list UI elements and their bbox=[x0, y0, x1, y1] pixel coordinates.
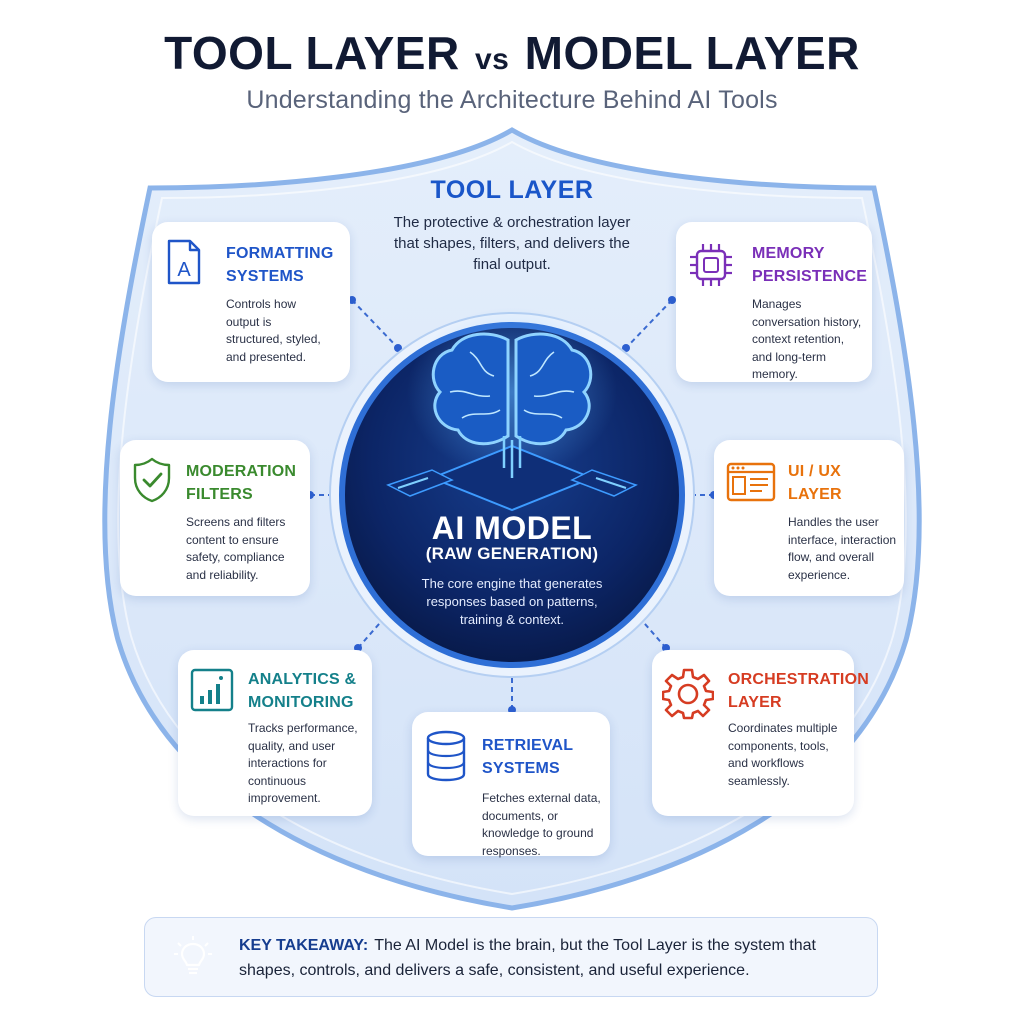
ui-ux-title-line1: UI / UX bbox=[788, 463, 841, 480]
lightbulb-icon bbox=[167, 932, 219, 989]
ai-model-title: AI MODEL bbox=[431, 510, 593, 546]
takeaway-text: The AI Model is the brain, but the Tool … bbox=[239, 937, 816, 979]
database-icon bbox=[424, 730, 468, 787]
retrieval-title-line1: RETRIEVAL bbox=[482, 737, 574, 754]
ai-model-subtitle: (RAW GENERATION) bbox=[425, 544, 599, 563]
moderation-filters-card: MODERATION FILTERS Screens and filters c… bbox=[120, 440, 310, 596]
moderation-title-line2: FILTERS bbox=[186, 486, 253, 503]
orchestration-description: Coordinates multiple components, tools, … bbox=[728, 721, 838, 788]
tool-layer-title: TOOL LAYER bbox=[430, 176, 594, 204]
formatting-description: Controls how output is structured, style… bbox=[226, 297, 321, 364]
ai-model-description: The core engine that generates responses… bbox=[421, 576, 603, 627]
memory-description: Manages conversation history, context re… bbox=[752, 297, 862, 381]
analytics-description: Tracks performance, quality, and user in… bbox=[248, 721, 358, 805]
retrieval-description: Fetches external data, documents, or kno… bbox=[482, 791, 601, 858]
title-vs: vs bbox=[474, 43, 510, 76]
memory-title-line2: PERSISTENCE bbox=[752, 268, 868, 285]
title-part2: MODEL LAYER bbox=[524, 27, 860, 79]
moderation-title-line1: MODERATION bbox=[186, 463, 297, 480]
document-a-icon: A bbox=[166, 238, 202, 291]
formatting-systems-card: A FORMATTING SYSTEMS Controls how output… bbox=[152, 222, 350, 382]
memory-persistence-card: MEMORY PERSISTENCE Manages conversation … bbox=[676, 222, 872, 382]
retrieval-systems-card: RETRIEVAL SYSTEMS Fetches external data,… bbox=[412, 712, 610, 858]
brain-icon bbox=[386, 307, 638, 512]
bar-chart-icon bbox=[190, 668, 234, 717]
ui-ux-description: Handles the user interface, interaction … bbox=[788, 515, 897, 582]
browser-window-icon bbox=[726, 462, 776, 507]
tool-layer-description: The protective & orchestration layer tha… bbox=[393, 214, 631, 273]
orchestration-layer-card: ORCHESTRATION LAYER Coordinates multiple… bbox=[652, 650, 869, 816]
formatting-title-line2: SYSTEMS bbox=[226, 268, 304, 285]
shield-check-icon bbox=[132, 456, 172, 509]
key-takeaway-box: KEY TAKEAWAY:The AI Model is the brain, … bbox=[144, 917, 878, 997]
analytics-monitoring-card: ANALYTICS & MONITORING Tracks performanc… bbox=[178, 650, 372, 816]
takeaway-label: KEY TAKEAWAY: bbox=[239, 937, 369, 954]
title-part1: TOOL LAYER bbox=[164, 27, 460, 79]
analytics-title-line1: ANALYTICS & bbox=[248, 671, 357, 688]
moderation-description: Screens and filters content to ensure sa… bbox=[186, 515, 286, 582]
ui-ux-title-line2: LAYER bbox=[788, 486, 842, 503]
orchestration-title-line1: ORCHESTRATION bbox=[728, 671, 869, 688]
gear-icon bbox=[661, 668, 715, 725]
orchestration-title-line2: LAYER bbox=[728, 694, 782, 711]
formatting-title-line1: FORMATTING bbox=[226, 245, 334, 262]
ui-ux-layer-card: UI / UX LAYER Handles the user interface… bbox=[714, 440, 904, 596]
analytics-title-line2: MONITORING bbox=[248, 694, 354, 711]
chip-icon bbox=[688, 242, 734, 293]
page-title: TOOL LAYER vs MODEL LAYER bbox=[0, 26, 1024, 80]
memory-title-line1: MEMORY bbox=[752, 245, 825, 262]
svg-text:A: A bbox=[177, 259, 191, 281]
takeaway-text-block: KEY TAKEAWAY:The AI Model is the brain, … bbox=[239, 933, 859, 983]
retrieval-title-line2: SYSTEMS bbox=[482, 760, 560, 777]
page-subtitle: Understanding the Architecture Behind AI… bbox=[246, 86, 778, 114]
